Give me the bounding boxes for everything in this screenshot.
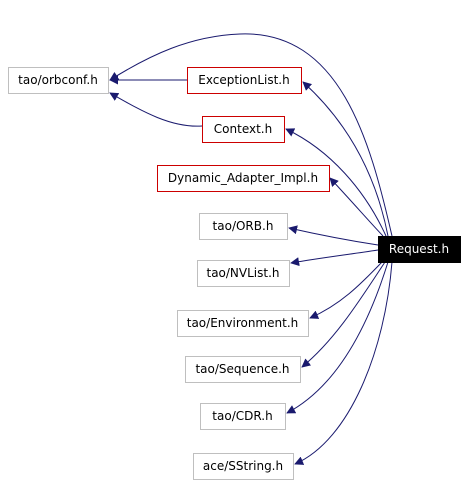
- edge-request-to-exceptionlist: [302, 81, 389, 237]
- node-box: [157, 165, 330, 192]
- edge-request-to-dynamic: [329, 177, 384, 237]
- node-box: [185, 356, 301, 383]
- node-cdr[interactable]: tao/CDR.h: [200, 403, 286, 430]
- node-box: [202, 116, 285, 143]
- node-label: tao/ORB.h: [213, 219, 274, 233]
- node-box: [177, 310, 309, 337]
- edge-request-to-nvlist: [290, 249, 379, 267]
- node-label: tao/NVList.h: [206, 266, 279, 280]
- node-label: tao/Sequence.h: [195, 362, 289, 376]
- node-environment[interactable]: tao/Environment.h: [177, 310, 309, 337]
- edge-request-to-sstring: [294, 261, 393, 465]
- node-box: [200, 403, 286, 430]
- node-box: [378, 236, 461, 263]
- node-orb[interactable]: tao/ORB.h: [199, 213, 288, 240]
- node-request: Request.h: [378, 236, 461, 263]
- node-label: ace/SString.h: [203, 459, 283, 473]
- node-label: Dynamic_Adapter_Impl.h: [168, 171, 318, 185]
- node-exceptionlist[interactable]: ExceptionList.h: [187, 67, 302, 94]
- node-dynamic[interactable]: Dynamic_Adapter_Impl.h: [157, 165, 330, 192]
- node-label: Request.h: [389, 242, 449, 256]
- edge-request-to-orbconf: [109, 33, 393, 237]
- edge-request-to-orb: [288, 225, 379, 246]
- node-nvlist[interactable]: tao/NVList.h: [197, 260, 290, 287]
- edge-request-to-environment: [309, 261, 383, 319]
- node-label: tao/orbconf.h: [18, 73, 98, 87]
- node-label: ExceptionList.h: [198, 73, 289, 87]
- node-sstring[interactable]: ace/SString.h: [193, 453, 294, 480]
- edge-request-to-context: [285, 128, 387, 237]
- edge-request-to-sequence: [301, 261, 386, 368]
- node-label: tao/Environment.h: [187, 316, 299, 330]
- edge-request-to-cdr: [286, 261, 389, 414]
- node-sequence[interactable]: tao/Sequence.h: [185, 356, 301, 383]
- node-box: [199, 213, 288, 240]
- edge-context-to-orbconf: [109, 92, 203, 127]
- node-label: Context.h: [214, 122, 272, 136]
- node-box: [187, 67, 302, 94]
- node-label: tao/CDR.h: [212, 409, 272, 423]
- node-box: [8, 67, 109, 94]
- node-box: [197, 260, 290, 287]
- node-context[interactable]: Context.h: [202, 116, 285, 143]
- node-orbconf[interactable]: tao/orbconf.h: [8, 67, 109, 94]
- node-box: [193, 453, 294, 480]
